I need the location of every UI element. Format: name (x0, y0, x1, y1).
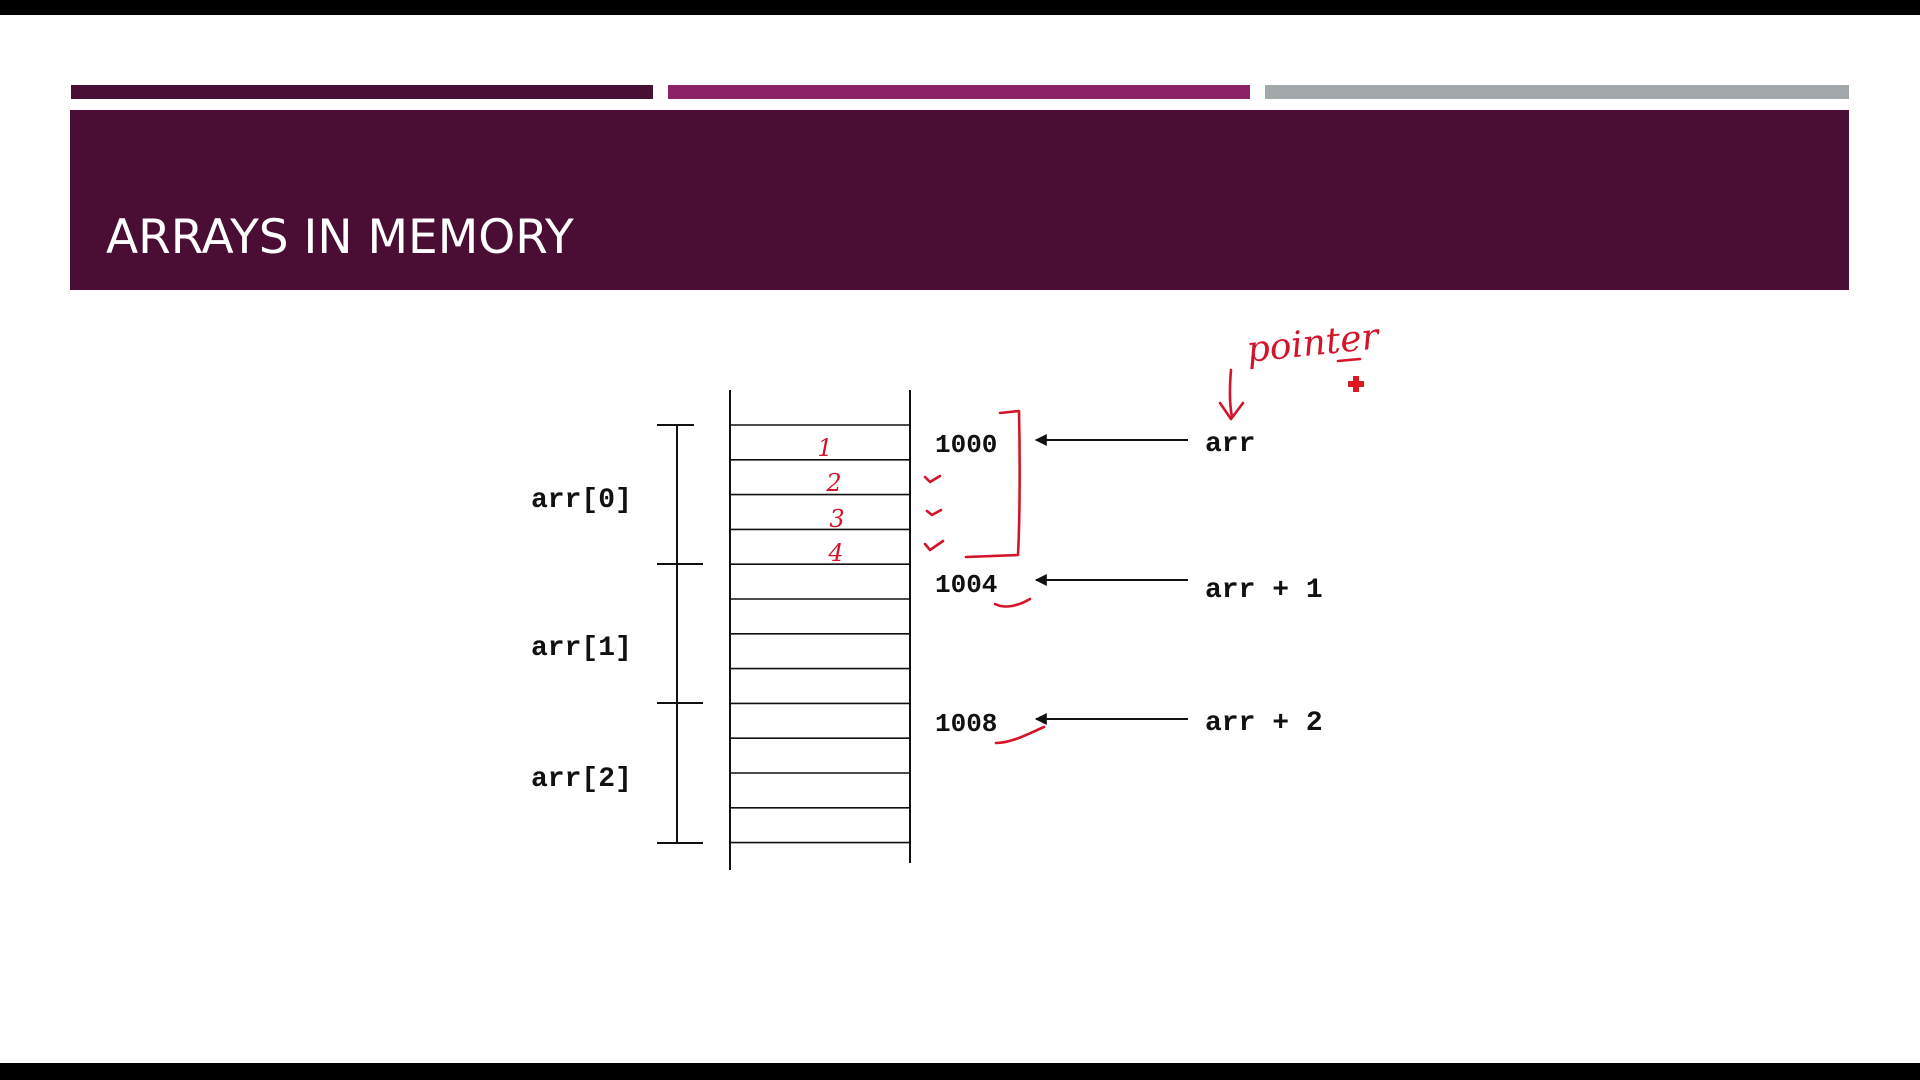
accent-band-gray (1265, 85, 1849, 99)
pointer-expression-0: arr (1205, 429, 1255, 460)
memory-diagram: arr[0] arr[1] arr[2] 1000 1004 1008 arr … (531, 316, 1383, 870)
cursor-marker (1348, 376, 1364, 392)
check-mark (925, 508, 943, 517)
pointer-note-arrowhead (1218, 401, 1245, 421)
check-mark (923, 474, 942, 484)
pointer-note-arrow (1228, 368, 1234, 419)
pointer-expression-2: arr + 2 (1205, 708, 1323, 739)
pointer-note: pointer (1245, 316, 1383, 371)
element-label-1: arr[1] (531, 633, 632, 664)
element-label-2: arr[2] (531, 764, 632, 795)
address-underline (993, 597, 1032, 608)
pointer-arrows (1034, 434, 1188, 725)
note-dash (1336, 357, 1362, 363)
accent-band-plum (71, 85, 653, 99)
byte-number-4: 4 (827, 539, 843, 567)
handwritten-annotations (923, 357, 1362, 745)
byte-number-3: 3 (829, 505, 844, 533)
byte-number-2: 2 (825, 469, 841, 497)
address-label-2: 1008 (935, 709, 997, 739)
check-mark (923, 539, 945, 552)
element-bracket (657, 424, 703, 844)
byte-number-1: 1 (817, 434, 832, 462)
address-underline (994, 725, 1046, 745)
element-label-0: arr[0] (531, 485, 632, 516)
byte-group-bracket (964, 409, 1021, 559)
pointer-expression-1: arr + 1 (1205, 575, 1323, 606)
slide: ARRAYS IN MEMORY arr[0] arr[1] arr[2] 10… (0, 15, 1920, 1063)
memory-column (729, 390, 911, 870)
address-label-1: 1004 (935, 570, 997, 600)
accent-band-magenta (668, 85, 1250, 99)
slide-title: ARRAYS IN MEMORY (106, 210, 574, 265)
address-label-0: 1000 (935, 430, 997, 460)
title-bar: ARRAYS IN MEMORY (70, 110, 1849, 290)
